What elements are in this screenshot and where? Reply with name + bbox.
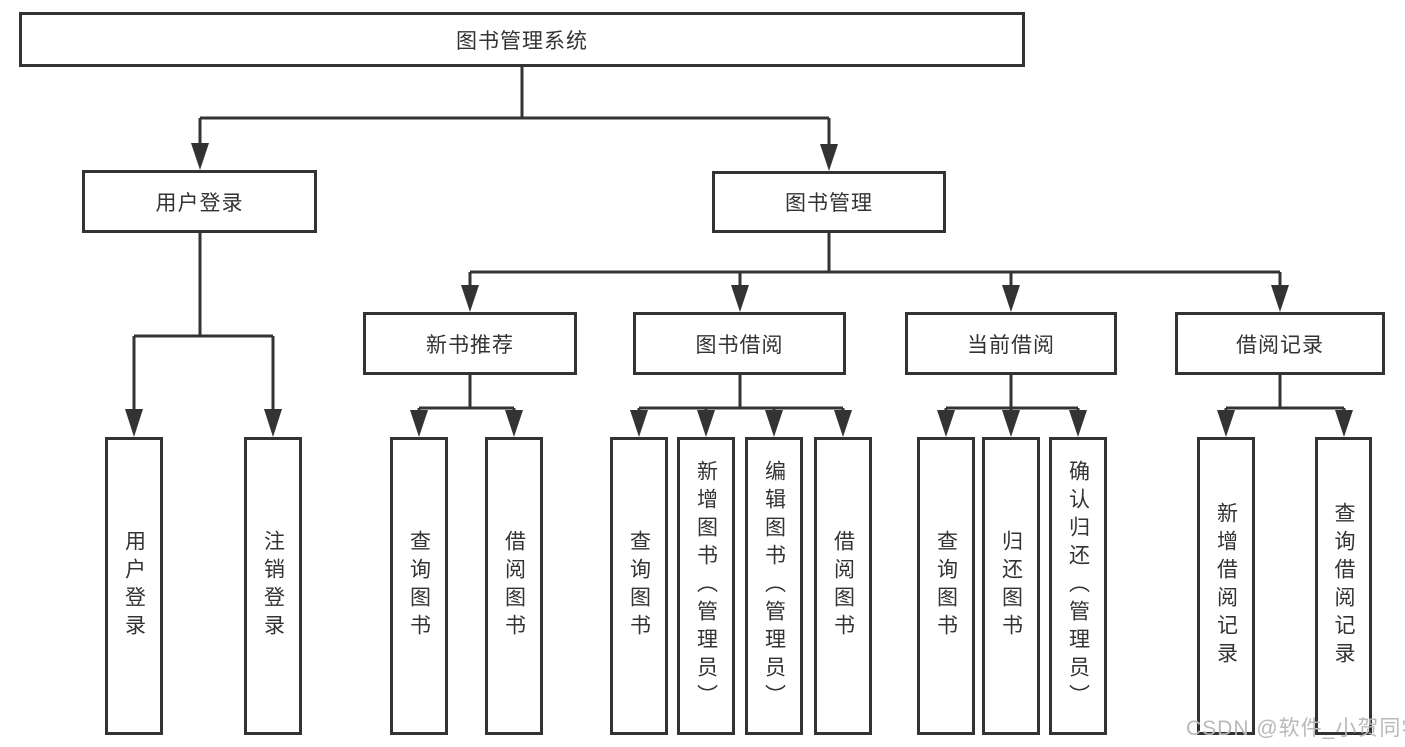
leaf-label: 编辑图书（管理员） bbox=[762, 460, 786, 712]
leaf-borrow-books-borrowing: 借阅图书 bbox=[814, 437, 872, 735]
leaf-label: 用户登录 bbox=[122, 530, 146, 642]
leaf-query-books-recommend: 查询图书 bbox=[390, 437, 448, 735]
leaf-query-books-borrowing: 查询图书 bbox=[610, 437, 668, 735]
leaf-label: 查询图书 bbox=[627, 530, 651, 642]
node-new-book-recommend: 新书推荐 bbox=[363, 312, 577, 375]
node-label: 图书管理系统 bbox=[456, 29, 588, 53]
leaf-confirm-return-admin: 确认归还（管理员） bbox=[1049, 437, 1107, 735]
node-current-borrowing: 当前借阅 bbox=[905, 312, 1117, 375]
node-label: 新书推荐 bbox=[426, 333, 514, 357]
node-label: 当前借阅 bbox=[967, 333, 1055, 357]
node-book-management-branch: 图书管理 bbox=[712, 171, 946, 233]
leaf-label: 确认归还（管理员） bbox=[1066, 460, 1090, 712]
node-label: 用户登录 bbox=[155, 191, 244, 215]
leaf-query-books-current: 查询图书 bbox=[917, 437, 975, 735]
node-label: 借阅记录 bbox=[1236, 333, 1324, 357]
leaf-add-book-admin: 新增图书（管理员） bbox=[677, 437, 735, 735]
node-borrowing-records: 借阅记录 bbox=[1175, 312, 1385, 375]
leaf-label: 归还图书 bbox=[999, 530, 1023, 642]
leaf-label: 新增借阅记录 bbox=[1214, 502, 1238, 670]
leaf-edit-book-admin: 编辑图书（管理员） bbox=[745, 437, 803, 735]
leaf-label: 查询图书 bbox=[934, 530, 958, 642]
leaf-label: 查询图书 bbox=[407, 530, 431, 642]
leaf-return-book: 归还图书 bbox=[982, 437, 1040, 735]
leaf-label: 借阅图书 bbox=[831, 530, 855, 642]
leaf-user-login: 用户登录 bbox=[105, 437, 163, 735]
csdn-watermark: CSDN @软件_小贺同学 bbox=[1186, 717, 1405, 740]
leaf-label: 注销登录 bbox=[261, 530, 285, 642]
node-label: 图书管理 bbox=[785, 192, 873, 215]
node-label: 图书借阅 bbox=[695, 333, 784, 357]
node-user-login-branch: 用户登录 bbox=[82, 170, 317, 233]
leaf-label: 查询借阅记录 bbox=[1332, 502, 1356, 670]
leaf-label: 新增图书（管理员） bbox=[694, 460, 718, 712]
node-book-borrowing: 图书借阅 bbox=[633, 312, 846, 375]
leaf-label: 借阅图书 bbox=[502, 530, 526, 642]
leaf-query-borrow-record: 查询借阅记录 bbox=[1315, 437, 1372, 735]
node-root-library-system: 图书管理系统 bbox=[19, 12, 1025, 67]
leaf-borrow-books-recommend: 借阅图书 bbox=[485, 437, 543, 735]
leaf-add-borrow-record: 新增借阅记录 bbox=[1197, 437, 1255, 735]
leaf-logout: 注销登录 bbox=[244, 437, 302, 735]
